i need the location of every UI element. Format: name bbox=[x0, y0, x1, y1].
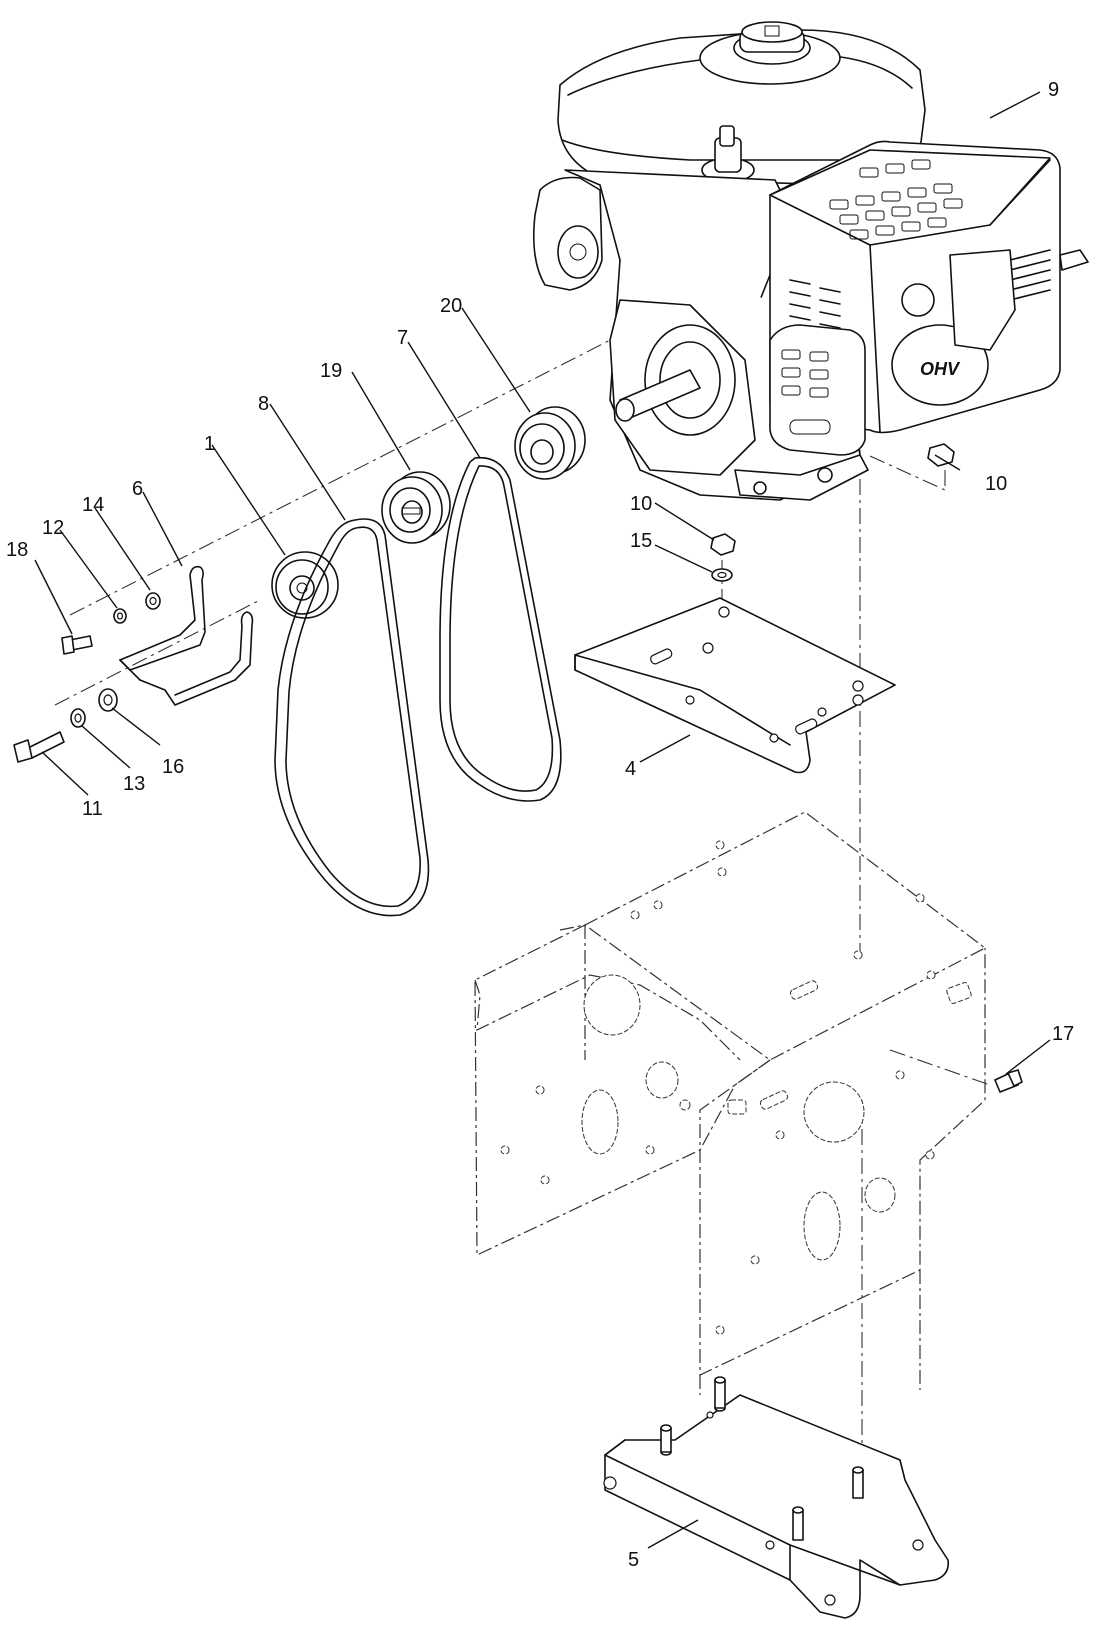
base-plate-5 bbox=[603, 1376, 950, 1619]
chassis-phantom bbox=[474, 811, 987, 1395]
callout-6: 6 bbox=[132, 478, 143, 500]
pulley-19 bbox=[381, 471, 451, 544]
belt-8 bbox=[274, 518, 430, 917]
callout-19: 19 bbox=[320, 360, 342, 382]
belt-7 bbox=[439, 456, 562, 802]
callout-4: 4 bbox=[625, 758, 636, 780]
callout-5: 5 bbox=[628, 1549, 639, 1571]
idler-pulley-1 bbox=[271, 551, 339, 619]
ohv-badge-text: OHV bbox=[920, 359, 961, 379]
side-vents bbox=[789, 249, 1051, 329]
callout-10-engine: 10 bbox=[985, 473, 1007, 495]
callout-11: 11 bbox=[82, 798, 103, 820]
callout-16: 16 bbox=[162, 756, 184, 778]
leader-lines bbox=[34, 91, 1051, 1549]
callout-1: 1 bbox=[204, 433, 215, 455]
assembly-centerlines bbox=[54, 329, 991, 1450]
callout-20: 20 bbox=[440, 295, 462, 317]
callout-7: 7 bbox=[397, 327, 408, 349]
mounting-plate-4 bbox=[574, 597, 896, 774]
callout-12: 12 bbox=[42, 517, 64, 539]
callout-15: 15 bbox=[630, 530, 652, 552]
callout-13: 13 bbox=[123, 773, 145, 795]
callout-14: 14 bbox=[82, 494, 104, 516]
callout-labels: 9 20 7 19 8 1 6 14 12 18 10 10 15 4 11 1… bbox=[6, 79, 1074, 1571]
engine: OHV bbox=[532, 21, 1089, 501]
callout-8: 8 bbox=[258, 393, 269, 415]
callout-10-plate: 10 bbox=[630, 493, 652, 515]
air-cleaner-vents bbox=[829, 159, 963, 240]
callout-18: 18 bbox=[6, 539, 28, 561]
pulley-20 bbox=[514, 406, 586, 480]
hardware-small-parts bbox=[13, 443, 1023, 1093]
callout-9: 9 bbox=[1048, 79, 1059, 101]
idler-bracket-6 bbox=[119, 565, 254, 706]
callout-17: 17 bbox=[1052, 1023, 1074, 1045]
